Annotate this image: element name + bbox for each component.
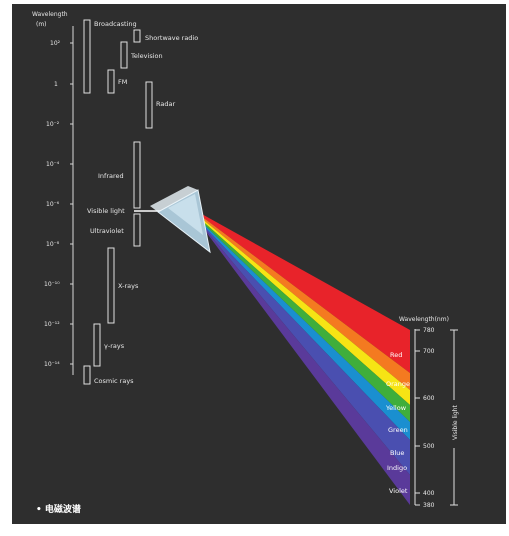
prism-top-face	[150, 186, 198, 212]
rainbow-band-yellow	[201, 218, 410, 405]
nm-scale: 780 700 600 500 400 380	[414, 327, 435, 509]
axis-unit: (m)	[36, 21, 47, 28]
tick-label: 10⁻¹²	[44, 321, 60, 328]
cosmic-range	[83, 365, 91, 385]
region-label-cosmic: Cosmic rays	[94, 377, 134, 385]
rainbow-band-violet	[205, 229, 410, 506]
tick-label: 10⁻⁸	[46, 241, 60, 248]
rainbow-band-orange	[200, 215, 410, 390]
band-label-orange: Orange	[386, 380, 410, 388]
region-label-television: Television	[130, 52, 163, 60]
region-label-visible: Visible light	[87, 207, 125, 215]
rainbow-band-indigo	[204, 226, 410, 475]
band-label-green: Green	[388, 426, 408, 434]
region-label-xrays: X-rays	[118, 282, 139, 290]
range-bars	[83, 19, 153, 385]
region-label-fm: FM	[118, 78, 127, 86]
nm-tick-label: 400	[423, 490, 435, 497]
broadcasting-range	[83, 19, 91, 94]
rainbow-fan	[159, 210, 410, 506]
television-range	[120, 41, 128, 69]
band-label-yellow: Yellow	[385, 404, 407, 412]
tick-label: 1	[54, 81, 58, 88]
shortwave-range	[133, 29, 141, 43]
infrared-range	[133, 141, 141, 209]
ultraviolet-range	[133, 213, 141, 247]
nm-tick-label: 500	[423, 443, 435, 450]
band-label-violet: Violet	[389, 487, 408, 495]
spectrum-title: Wavelength(nm)	[399, 316, 449, 323]
nm-tick-label: 700	[423, 348, 435, 355]
tick-label: 10⁻⁴	[46, 161, 60, 168]
tick-label: 10⁻²	[46, 121, 60, 128]
region-label-shortwave: Shortwave radio	[145, 34, 198, 42]
radar-range	[145, 81, 153, 129]
prism	[150, 186, 211, 254]
band-label-red: Red	[390, 351, 402, 359]
tick-label: 10²	[50, 40, 61, 47]
tick-label: 10⁻¹⁴	[44, 361, 60, 368]
tick-label: 10⁻¹⁰	[44, 281, 60, 288]
band-label-indigo: Indigo	[387, 464, 407, 472]
region-label-radar: Radar	[156, 100, 175, 108]
tick-label: 10⁻⁶	[46, 201, 60, 208]
nm-tick-label: 380	[423, 502, 435, 509]
xray-range	[107, 247, 115, 324]
nm-tick-label: 780	[423, 327, 435, 334]
axis-ticks: 10² 1 10⁻² 10⁻⁴ 10⁻⁶ 10⁻⁸ 10⁻¹⁰ 10⁻¹² 10…	[44, 40, 73, 368]
fm-range	[107, 69, 115, 94]
visible-light-label: Visible light	[452, 405, 459, 440]
prism-highlight	[168, 194, 203, 235]
caption: • 电磁波谱	[36, 503, 81, 515]
visible-light-bracket: Visible light	[450, 329, 459, 506]
rainbow-band-blue	[203, 223, 410, 440]
rainbow-band-red	[200, 213, 410, 373]
nm-tick-label: 600	[423, 395, 435, 402]
band-label-blue: Blue	[390, 449, 404, 457]
region-label-broadcasting: Broadcasting	[94, 20, 137, 28]
region-label-infrared: Infrared	[98, 172, 124, 180]
rainbow-band-green	[202, 221, 410, 422]
region-label-ultraviolet: Ultraviolet	[90, 227, 124, 235]
gamma-range	[93, 323, 101, 367]
axis-title: Wavelength	[32, 11, 68, 18]
region-label-gamma: γ-rays	[104, 342, 125, 350]
